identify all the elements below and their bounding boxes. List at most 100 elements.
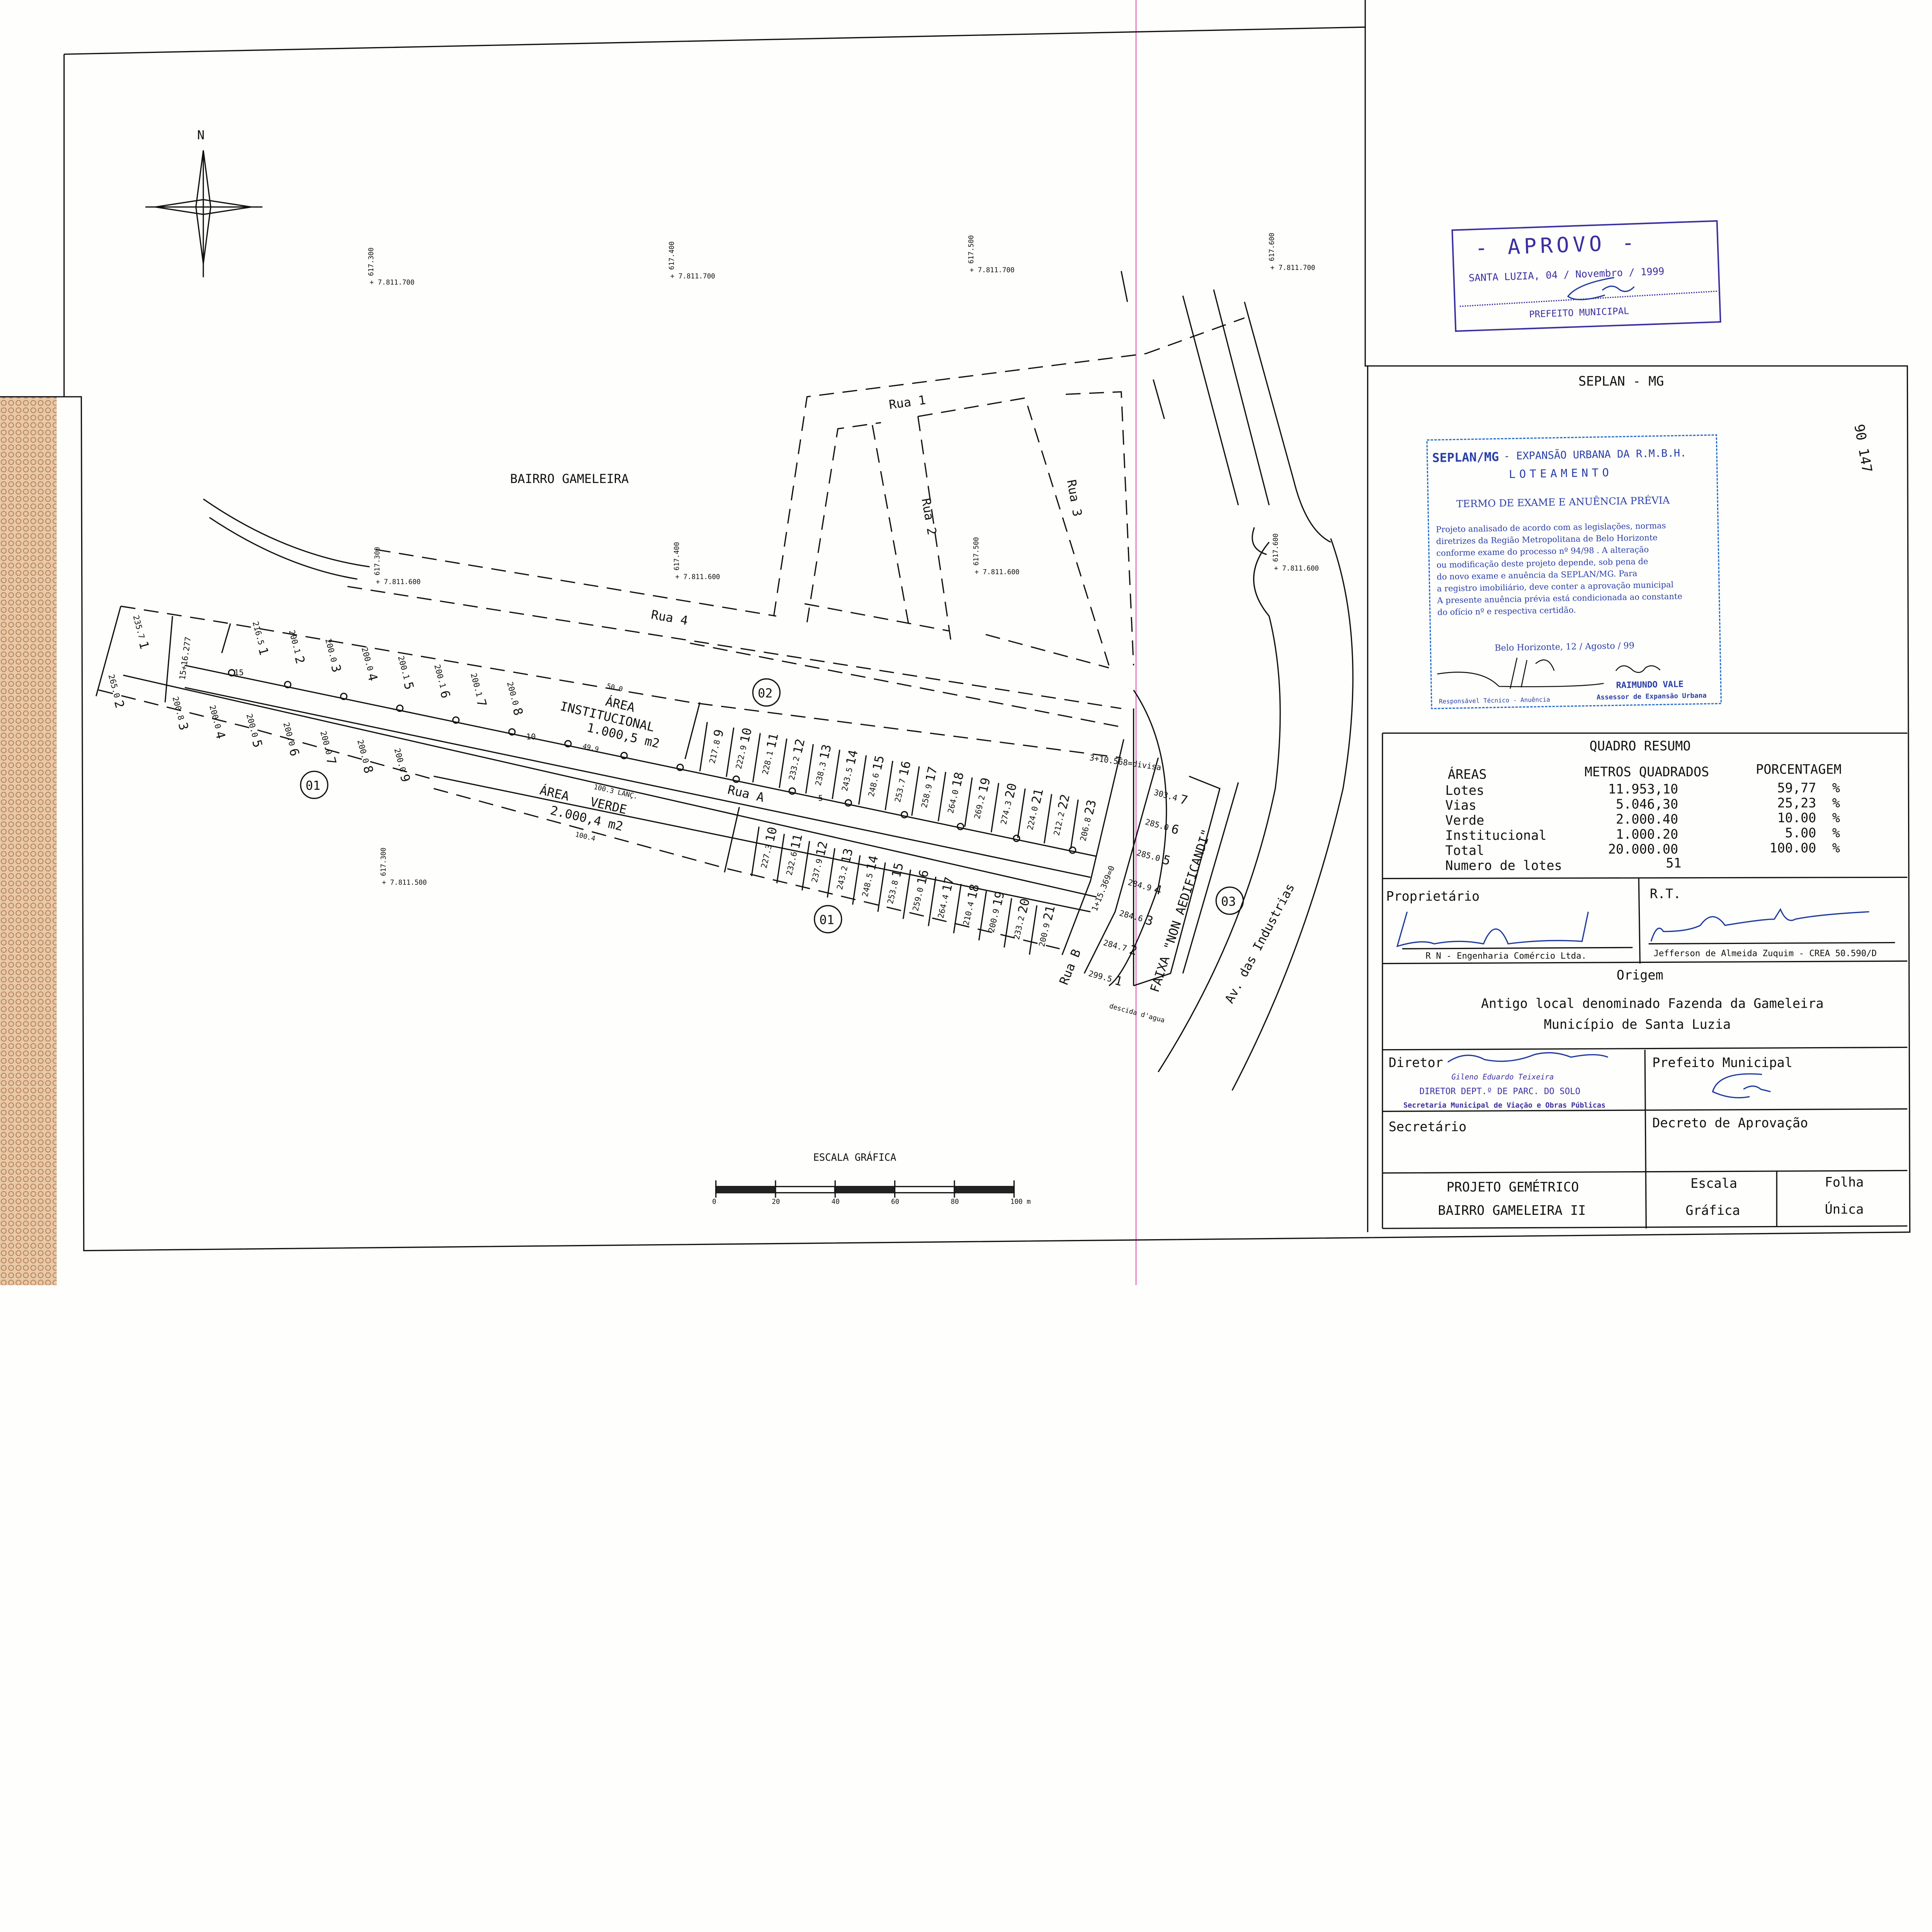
station-marker — [564, 740, 572, 748]
lot-area: 200.0 — [207, 704, 223, 730]
owner-signature — [1396, 912, 1589, 947]
seplan-body-line: do novo exame e anuência da SEPLAN/MG. P… — [1437, 568, 1638, 582]
marker-5: 5 — [818, 794, 823, 803]
coord-northing: + 7.811.700 — [370, 279, 415, 287]
station-marker — [900, 811, 908, 818]
subdivision-blocks: Rua A Rua B — [95, 605, 1239, 987]
lot-number: 18 — [949, 770, 967, 788]
summary-header-m2: METROS QUADRADOS — [1585, 764, 1709, 779]
lot-number: 20 — [1015, 897, 1033, 915]
lot-boundary — [911, 766, 920, 816]
lot-number: 23 — [1082, 798, 1099, 816]
lot-boundary — [1043, 794, 1053, 844]
street-label-rua-4: Rua 4 — [650, 607, 689, 628]
seplan-body-line: diretrizes da Região Metropolitana de Be… — [1436, 532, 1657, 546]
lot-area: 200.9 — [1037, 922, 1051, 947]
director-stamp-role: DIRETOR DEPT.º DE PARC. DO SOLO — [1419, 1087, 1580, 1097]
lot-number: 7 — [473, 697, 490, 708]
lot-area: 269.2 — [973, 794, 987, 820]
block-labels: 01 01 02 03 — [300, 678, 1244, 934]
sheet-frame-top — [64, 0, 1366, 55]
lot-boundary — [832, 750, 840, 799]
coord-northing: + 7.811.600 — [675, 573, 720, 581]
summary-pct-unit: % — [1832, 825, 1840, 840]
lot-number: 16 — [896, 760, 914, 777]
lot-number: 12 — [790, 737, 808, 755]
seplan-right-name: RAIMUNDO VALE — [1616, 679, 1684, 690]
lot-number: 19 — [976, 776, 993, 794]
lot-number: 17 — [923, 765, 940, 783]
lot-label: 258.917 — [919, 765, 940, 809]
lot-area: 200.1 — [396, 655, 411, 680]
lot-label: 264.018 — [946, 770, 967, 814]
station-marker — [1013, 835, 1020, 842]
lot-label: 274.320 — [999, 782, 1020, 825]
lot-boundary — [827, 848, 835, 898]
secretary-label: Secretário — [1389, 1119, 1467, 1134]
prefeito-signature — [1712, 1073, 1771, 1099]
lot-boundary — [1029, 905, 1037, 955]
lot-area: 237.9 — [810, 858, 824, 883]
lot-number: 1 — [136, 639, 152, 650]
coord-easting: 617.500 — [973, 537, 980, 566]
lot-number: 4 — [212, 730, 228, 740]
lot-area: 200.0 — [360, 646, 375, 672]
lot-number: 7 — [1179, 792, 1189, 808]
summary-pct: 59,77 — [1777, 780, 1816, 795]
lot-area: 284.9 — [1127, 878, 1152, 893]
lot-label: 200.921 — [1037, 904, 1058, 948]
station-marker — [844, 799, 852, 807]
lot-boundary — [928, 876, 937, 926]
lot-area: 200.0 — [318, 730, 333, 755]
lot-boundary — [779, 738, 787, 788]
lot-area: 200.0 — [505, 681, 520, 706]
lot-number: 5 — [1161, 852, 1172, 868]
lot-label: 200.15 — [396, 655, 417, 691]
summary-pct-unit: % — [1832, 810, 1840, 825]
planned-streets: Rua 1 Rua 2 Rua 3 Rua 4 — [203, 271, 1331, 728]
mayor-signature — [1567, 277, 1635, 301]
lot-label: 222.910 — [734, 726, 755, 770]
director-signature — [1447, 1052, 1608, 1063]
mayor-label: Prefeito Municipal — [1652, 1055, 1793, 1070]
seplan-org-rest: - EXPANSÃO URBANA DA R.M.B.H. — [1503, 447, 1687, 462]
inst-front-dimension: 50.0 — [606, 682, 624, 694]
station-marker — [676, 764, 684, 771]
scale-title: ESCALA GRÁFICA — [813, 1152, 896, 1163]
lot-label: 233.212 — [787, 737, 808, 781]
lot-number: 15 — [869, 754, 887, 772]
lot-area: 259.0 — [911, 886, 925, 912]
summary-m2: 2.000.40 — [1616, 811, 1678, 827]
scale-tick-label: 0 — [712, 1198, 716, 1206]
lot-area: 238.3 — [813, 761, 828, 786]
lot-label: 200.04 — [360, 646, 381, 682]
lot-area: 200.1 — [432, 663, 447, 689]
sheet-label-1: Folha — [1825, 1175, 1864, 1190]
lot-label: 233.220 — [1012, 897, 1033, 940]
lot-label: 200.919 — [986, 890, 1007, 934]
lot-boundary — [902, 869, 912, 919]
summary-area-label: Verde — [1445, 813, 1484, 828]
lot-area: 200.9 — [986, 908, 1001, 933]
lot-number: 12 — [813, 840, 831, 857]
lot-number: 8 — [360, 764, 376, 775]
lot-boundary — [953, 884, 962, 934]
lot-label: 232.611 — [784, 833, 805, 876]
lot-label: 200.83 — [171, 696, 192, 732]
coord-northing: + 7.811.600 — [376, 578, 421, 586]
lot-boundary — [858, 755, 867, 805]
station-divisa: 3+10.568=divisa — [1089, 753, 1162, 772]
lot-boundary — [852, 855, 861, 905]
decree-label: Decreto de Aprovação — [1652, 1116, 1808, 1131]
lot-label: 212.222 — [1052, 793, 1073, 837]
lot-number: 2 — [292, 654, 308, 665]
area-verde: 100.3 LANÇ. ÁREA VERDE 2.000,4 m2 100.4 — [538, 783, 638, 843]
street-label-rua-3: Rua 3 — [1064, 478, 1085, 517]
lot-number: 11 — [787, 833, 805, 850]
lot-number: 9 — [711, 728, 726, 738]
project-line-1: PROJETO GEMÉTRICO — [1447, 1179, 1579, 1195]
